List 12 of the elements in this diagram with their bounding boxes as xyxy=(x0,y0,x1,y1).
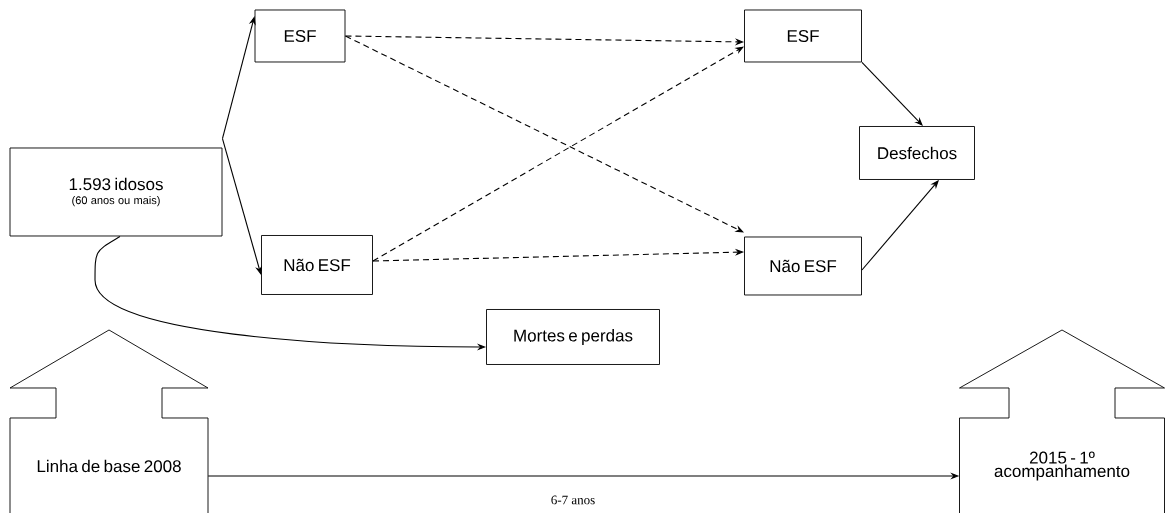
process-box: Mortes e perdas xyxy=(486,309,660,365)
edge-label: 6-7 anos xyxy=(549,494,597,506)
arrow xyxy=(221,138,262,275)
process-box: Não ESF xyxy=(744,236,862,296)
process-box: ESF xyxy=(744,9,862,63)
process-box: Desfechos xyxy=(859,126,975,180)
arrow xyxy=(221,16,256,140)
process-box: ESF xyxy=(254,9,346,63)
process-box: Não ESF xyxy=(261,235,373,295)
arrow-callout: 2015 - 1º acompanhamento xyxy=(959,329,1165,513)
process-box: 1.593 idosos (60 anos ou mais) xyxy=(9,147,223,237)
arrow-callout: Linha de base 2008 xyxy=(9,329,209,513)
